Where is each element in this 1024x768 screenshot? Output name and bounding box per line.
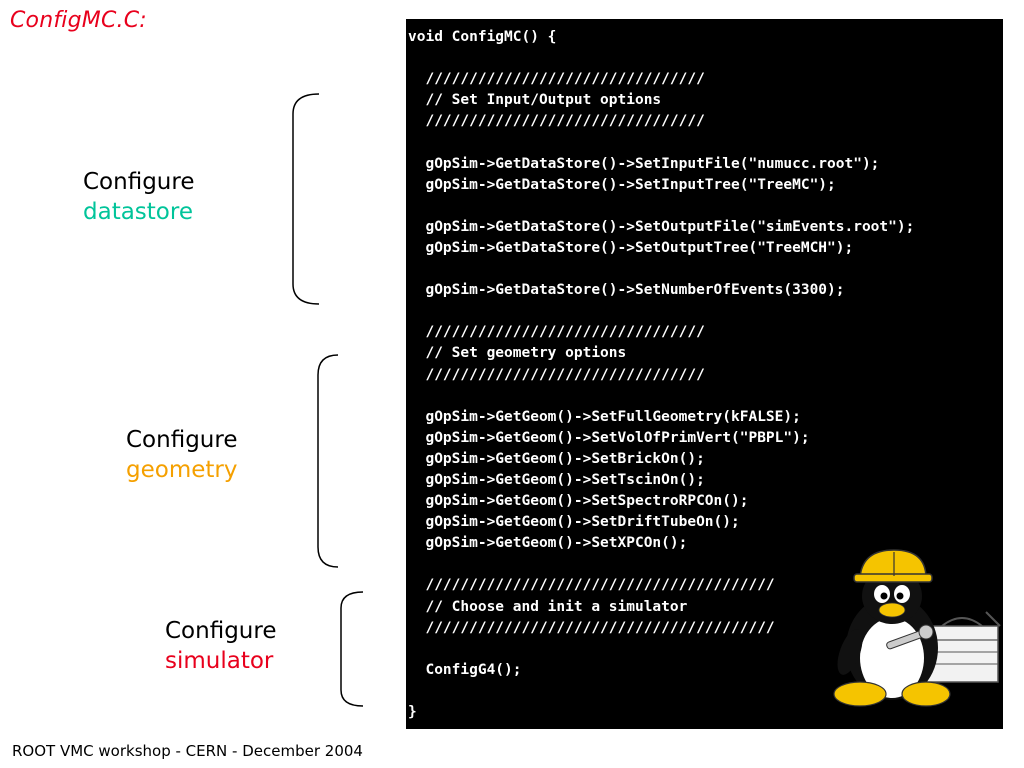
label-geometry-word: geometry bbox=[126, 457, 238, 483]
code-line: gOpSim->GetDataStore()->SetOutputTree("T… bbox=[408, 239, 854, 256]
code-line: ConfigG4(); bbox=[408, 661, 522, 678]
code-line: gOpSim->GetGeom()->SetBrickOn(); bbox=[408, 450, 705, 467]
label-configure-word: Configure bbox=[165, 618, 277, 644]
code-line: gOpSim->GetGeom()->SetFullGeometry(kFALS… bbox=[408, 408, 801, 425]
code-line: //////////////////////////////// bbox=[408, 324, 705, 341]
label-configure-datastore: Configure datastore bbox=[83, 167, 194, 227]
brace-simulator bbox=[340, 591, 364, 707]
wrench-icon bbox=[886, 624, 934, 650]
toolbox-icon bbox=[925, 611, 1001, 683]
label-simulator-word: simulator bbox=[165, 648, 274, 674]
code-line: //////////////////////////////////////// bbox=[408, 577, 775, 594]
code-line: //////////////////////////////////////// bbox=[408, 619, 775, 636]
brace-datastore bbox=[292, 93, 320, 305]
code-block: void ConfigMC() { //////////////////////… bbox=[408, 27, 914, 723]
tux-builder-penguin-icon bbox=[833, 549, 1001, 707]
code-line: gOpSim->GetGeom()->SetSpectroRPCOn(); bbox=[408, 493, 749, 510]
code-line bbox=[408, 196, 914, 217]
code-line: gOpSim->GetDataStore()->SetNumberOfEvent… bbox=[408, 282, 845, 299]
code-line: // Set Input/Output options bbox=[408, 92, 662, 109]
code-line bbox=[408, 259, 914, 280]
code-line: // Choose and init a simulator bbox=[408, 598, 688, 615]
code-line bbox=[408, 48, 914, 69]
code-line: gOpSim->GetGeom()->SetXPCOn(); bbox=[408, 535, 688, 552]
code-line: gOpSim->GetGeom()->SetDriftTubeOn(); bbox=[408, 514, 740, 531]
code-line: gOpSim->GetDataStore()->SetOutputFile("s… bbox=[408, 218, 915, 235]
code-line: gOpSim->GetGeom()->SetTscinOn(); bbox=[408, 471, 705, 488]
label-configure-simulator: Configure simulator bbox=[165, 616, 276, 676]
label-configure-word: Configure bbox=[126, 427, 238, 453]
code-line: //////////////////////////////// bbox=[408, 366, 705, 383]
code-line bbox=[408, 301, 914, 322]
code-line: gOpSim->GetDataStore()->SetInputFile("nu… bbox=[408, 155, 880, 172]
label-configure-geometry: Configure geometry bbox=[126, 425, 237, 485]
code-line bbox=[408, 132, 914, 153]
slide-title: ConfigMC.C: bbox=[10, 8, 147, 33]
code-line: gOpSim->GetDataStore()->SetInputTree("Tr… bbox=[408, 176, 836, 193]
brace-geometry bbox=[317, 354, 339, 568]
label-configure-word: Configure bbox=[83, 169, 195, 195]
code-line: gOpSim->GetGeom()->SetVolOfPrimVert("PBP… bbox=[408, 429, 810, 446]
code-line: //////////////////////////////// bbox=[408, 71, 705, 88]
code-panel: void ConfigMC() { //////////////////////… bbox=[406, 19, 1003, 729]
code-line: void ConfigMC() { bbox=[408, 29, 557, 45]
code-line: } bbox=[408, 704, 417, 720]
code-line: // Set geometry options bbox=[408, 345, 627, 362]
code-line bbox=[408, 386, 914, 407]
code-line: //////////////////////////////// bbox=[408, 113, 705, 130]
footer-caption: ROOT VMC workshop - CERN - December 2004 bbox=[12, 742, 363, 760]
label-datastore-word: datastore bbox=[83, 199, 193, 225]
